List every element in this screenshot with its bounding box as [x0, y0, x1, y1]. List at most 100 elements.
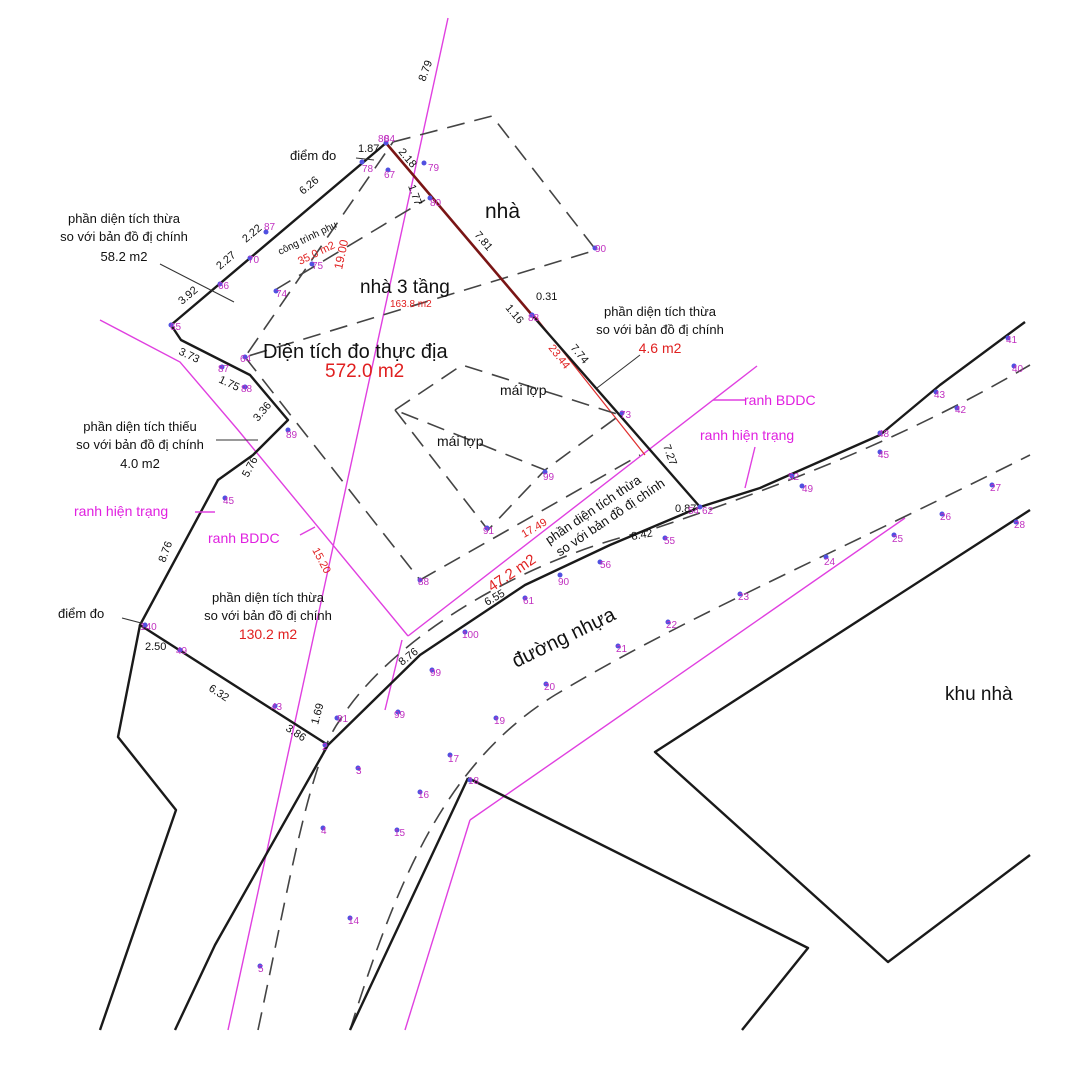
south-block-edge: [467, 776, 810, 1031]
point-78: 88: [241, 384, 253, 395]
magenta-boundaries: [99, 17, 906, 1031]
point-dot: [429, 667, 435, 673]
point-dot: [619, 410, 625, 416]
point-91: 100: [462, 630, 479, 641]
point-50: 55: [664, 536, 676, 547]
point-90: 99: [430, 668, 442, 679]
dim-2-27: 2.27: [214, 249, 238, 272]
ranh-bddc-south-line: [384, 639, 403, 711]
label-nha: nhà: [485, 200, 520, 223]
point-43b: 43: [934, 390, 946, 401]
point-dot: [529, 312, 535, 318]
point-56: 64: [240, 354, 252, 365]
note-bl-line1: phần diện tích thừa: [212, 590, 325, 605]
point-dot: [285, 427, 291, 433]
ranh-bddc-right-line: [407, 365, 758, 637]
point-dot: [543, 681, 549, 687]
dim-6-26: 6.26: [297, 174, 321, 197]
point-dot: [242, 384, 248, 390]
point-dot: [272, 703, 278, 709]
point-145: 140: [140, 622, 157, 633]
point-77: 87: [264, 222, 276, 233]
ranh-bddc-left-line: [99, 319, 409, 637]
point-dot: [939, 511, 945, 517]
point-47b: 49: [802, 484, 814, 495]
point-dot: [222, 495, 228, 501]
mai-lop-top-outline: [393, 364, 622, 471]
label-ranh-bddc-right: ranh BDDC: [744, 392, 816, 408]
point-43: 43: [271, 702, 283, 713]
road-centerline-south: [349, 454, 1031, 1031]
note-road: phần diện tích thừa so với bản đồ đị chí…: [542, 472, 667, 560]
point-dot: [542, 469, 548, 475]
point-dot: [557, 572, 563, 578]
mai-lop-bottom-outline: [394, 409, 546, 532]
point-48: 52: [788, 472, 800, 483]
point-76: 84: [384, 134, 396, 145]
point-79: 89: [286, 430, 298, 441]
label-nha-3-tang: nhà 3 tầng: [360, 277, 450, 298]
dim-1-75: 1.75: [217, 374, 241, 394]
point-dot: [877, 430, 883, 436]
label-diem-do-top: điểm đo: [290, 148, 336, 163]
point-49: 54: [688, 506, 700, 517]
point-dot: [322, 742, 328, 748]
south-west-edge: [98, 624, 178, 1031]
dim-2-22: 2.22: [240, 222, 264, 245]
point-100: 99: [543, 472, 555, 483]
point-51: 56: [600, 560, 612, 571]
point-2: 2: [322, 742, 328, 753]
point-dot: [168, 322, 174, 328]
note-ml-area: 4.0 m2: [120, 456, 160, 471]
point-dot: [891, 532, 897, 538]
point-78b: 88: [418, 577, 430, 588]
point-18: 18: [468, 776, 480, 787]
leader-lines: [121, 157, 756, 625]
dim-0-87: 0.87: [675, 503, 696, 515]
point-dot: [1011, 363, 1017, 369]
leader-ranh-bddc-left: [299, 526, 316, 536]
note-road-area: 47.2 m2: [485, 551, 539, 595]
point-16: 16: [418, 790, 430, 801]
point-dot: [665, 619, 671, 625]
point-dot: [877, 449, 883, 455]
dim-0-31: 0.31: [536, 291, 557, 303]
point-77b: 87: [218, 364, 230, 375]
ranh-road-west-line: [404, 819, 471, 1031]
label-ranh-ht-left: ranh hiện trạng: [74, 503, 168, 519]
point-dot: [334, 715, 340, 721]
point-dot: [247, 255, 253, 261]
house-south-dashed: [419, 454, 641, 581]
label-dien-tich-value: 572.0 m2: [325, 361, 404, 382]
cong-trinh-phu-line: [274, 199, 426, 291]
label-nha-3-tang-area: 163.8 m2: [390, 299, 432, 310]
point-62: 66: [218, 281, 230, 292]
point-dot: [383, 140, 389, 146]
note-bl-line2: so với bản đồ đị chính: [204, 608, 332, 623]
dashed-structures: [243, 115, 1031, 1031]
point-26: 26: [940, 512, 952, 523]
point-dot: [347, 915, 353, 921]
label-ranh-ht-right: ranh hiện trạng: [700, 427, 794, 443]
point-dot: [219, 364, 225, 370]
point-dot: [385, 167, 391, 173]
point-dot: [242, 354, 248, 360]
note-ml-line1: phần diện tích thiếu: [83, 419, 196, 434]
label-mai-lop-1: mái lợp: [500, 382, 547, 398]
point-22: 22: [666, 620, 678, 631]
dim-8-79: 8.79: [417, 59, 436, 83]
point-87: 90: [595, 244, 607, 255]
point-dot: [355, 765, 361, 771]
point-dot: [462, 629, 468, 635]
point-66: 74: [276, 289, 288, 300]
leader-diem-do-top: [355, 157, 375, 161]
note-tr-area: 4.6 m2: [639, 340, 682, 356]
point-dot: [662, 535, 668, 541]
point-dot: [417, 789, 423, 795]
leader-top-left: [159, 263, 235, 303]
label-khu-nha: khu nhà: [945, 684, 1013, 705]
point-21: 21: [616, 644, 628, 655]
label-dien-tich-title: Diện tích đo thực địa: [263, 341, 448, 363]
point-dot: [799, 483, 805, 489]
